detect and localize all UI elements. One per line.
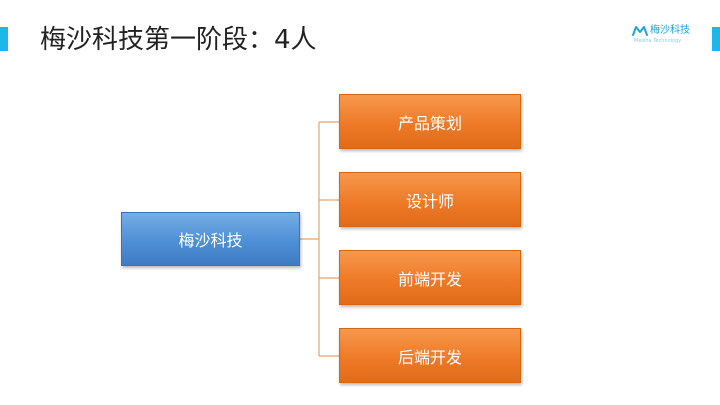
company-logo: 梅沙科技 Meisha Technology [632,24,702,48]
logo-m-icon [632,26,648,36]
logo-subtitle: Meisha Technology [634,38,682,44]
org-node-frontend-dev: 前端开发 [339,250,521,305]
org-node-product-planning: 产品策划 [339,94,521,149]
org-node-designer: 设计师 [339,172,521,227]
logo-name: 梅沙科技 [650,25,690,36]
slide-title: 梅沙科技第一阶段：4人 [40,25,317,55]
org-node-backend-dev: 后端开发 [339,328,521,383]
title-accent-bar-right [712,27,720,51]
title-accent-bar-left [0,27,8,51]
org-root-node: 梅沙科技 [121,212,300,266]
